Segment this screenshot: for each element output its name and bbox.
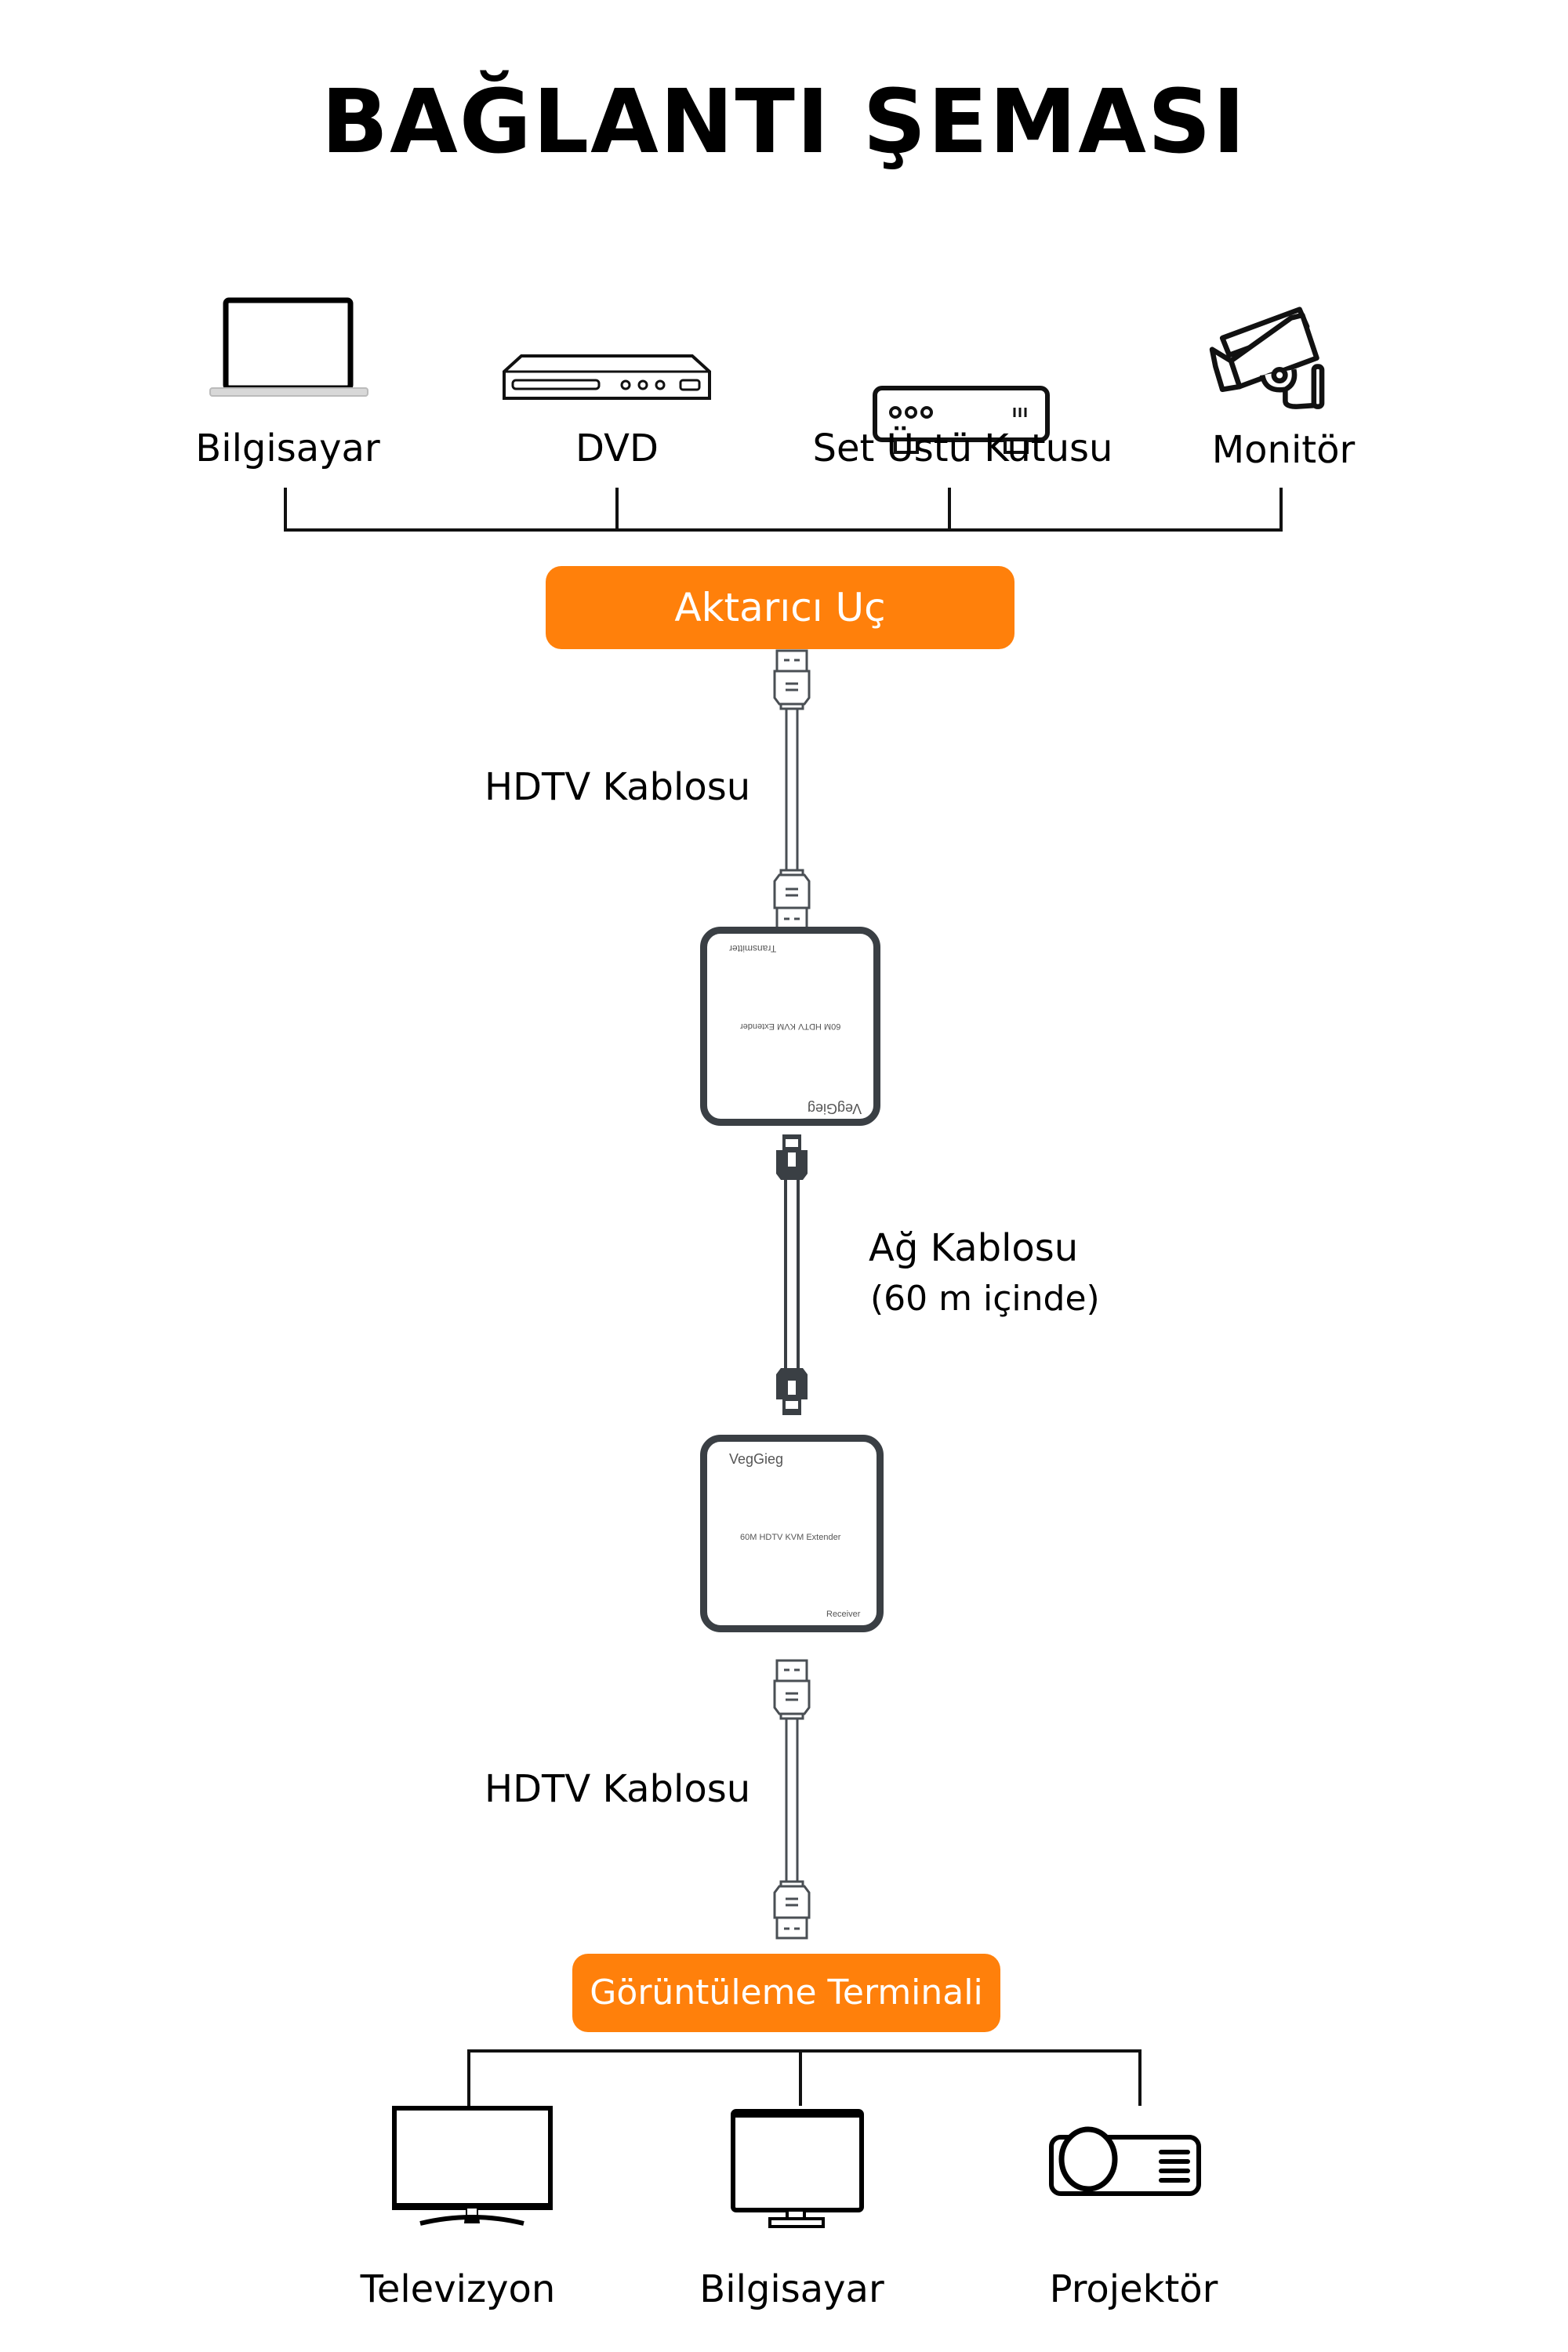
- receiver-brand-text: VegGieg: [729, 1451, 784, 1467]
- source-connector-drop: [948, 488, 951, 530]
- tv-icon: [392, 2106, 553, 2226]
- display-label-tv: Televizyon: [360, 2267, 556, 2311]
- receiver-role-text: Receiver: [826, 1610, 861, 1619]
- source-label-computer: Bilgisayar: [195, 426, 380, 470]
- receiver-device: VegGieg 60M HDTV KVM Extender Receiver: [700, 1435, 884, 1632]
- transmitter-model-text: 60M HDTV KVM Extender: [740, 1022, 841, 1031]
- hdtv-cable-label-bottom: HDTV Kablosu: [485, 1767, 751, 1811]
- source-label-dvd: DVD: [575, 426, 659, 470]
- set-top-box-icon: [873, 386, 1050, 454]
- display-connector-drop: [467, 2049, 470, 2106]
- display-terminal-button[interactable]: Görüntüleme Terminali: [572, 1954, 1000, 2032]
- laptop-icon: [209, 297, 368, 397]
- source-connector-drop: [284, 488, 287, 530]
- hdtv-cable-label-top: HDTV Kablosu: [485, 765, 751, 809]
- desktop-monitor-icon: [731, 2109, 864, 2228]
- source-connector-drop: [615, 488, 619, 530]
- transmitter-role-text: Transmitter: [729, 943, 777, 954]
- display-label-projector: Projektör: [1049, 2267, 1218, 2311]
- hdmi-cable-bottom: [773, 1659, 811, 1940]
- transmitter-button[interactable]: Aktarıcı Uç: [546, 566, 1014, 649]
- display-connector-line: [467, 2049, 1142, 2053]
- network-cable-label: Ağ Kablosu: [869, 1226, 1079, 1270]
- transmitter-brand-text: VegGieg: [808, 1101, 862, 1116]
- source-label-set-top-box: Set Üstü Kutusu: [812, 426, 1113, 470]
- dvd-player-icon: [503, 354, 711, 400]
- source-label-camera: Monitör: [1211, 428, 1356, 472]
- receiver-model-text: 60M HDTV KVM Extender: [740, 1533, 841, 1542]
- network-cable: [776, 1134, 808, 1415]
- display-connector-drop: [1138, 2049, 1142, 2106]
- display-connector-drop: [799, 2049, 802, 2106]
- network-cable-note: (60 m içinde): [870, 1279, 1100, 1319]
- transmitter-device: Transmitter 60M HDTV KVM Extender VegGie…: [700, 927, 880, 1126]
- source-connector-line: [284, 528, 1283, 532]
- projector-icon: [1049, 2126, 1201, 2196]
- security-camera-icon: [1209, 307, 1325, 409]
- hdmi-cable-top: [773, 649, 811, 930]
- source-connector-drop: [1279, 488, 1283, 532]
- page-title: BAĞLANTI ŞEMASI: [321, 71, 1247, 173]
- display-label-computer: Bilgisayar: [699, 2267, 884, 2311]
